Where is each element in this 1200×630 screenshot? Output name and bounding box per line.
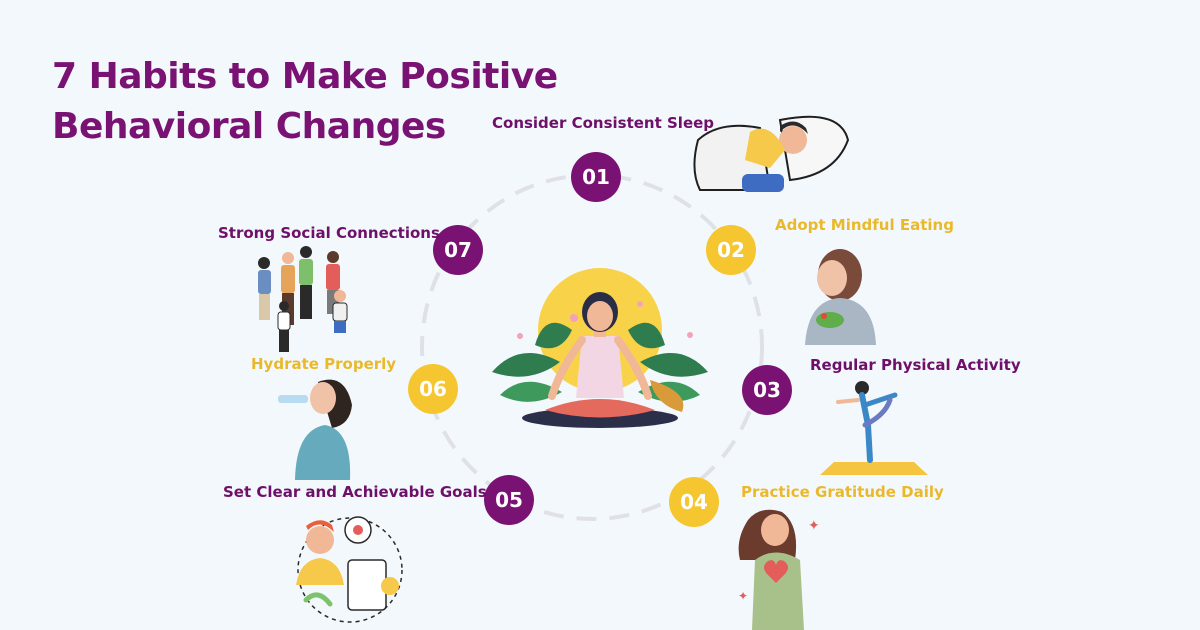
woman-holding-heart-icon: ✦ ✦ [738, 509, 820, 630]
step-number-text: 06 [419, 377, 447, 401]
title-line-2: Behavioral Changes [52, 106, 446, 147]
habit-label-05: Set Clear and Achievable Goals [223, 483, 487, 501]
habit-label-04: Practice Gratitude Daily [741, 483, 944, 501]
habit-label-02: Adopt Mindful Eating [775, 216, 954, 234]
step-number-01: 01 [571, 152, 621, 202]
svg-text:✦: ✦ [738, 589, 748, 603]
habit-label-06: Hydrate Properly [251, 355, 397, 373]
step-number-text: 04 [680, 490, 708, 514]
yoga-pose-icon [820, 381, 928, 475]
meditating-woman-icon [492, 268, 708, 428]
habit-label-01: Consider Consistent Sleep [492, 114, 715, 132]
step-number-03: 03 [742, 365, 792, 415]
woman-drinking-water-icon [278, 379, 352, 480]
svg-text:✦: ✦ [808, 517, 820, 533]
sleeping-person-icon [693, 115, 850, 192]
title-line-1: 7 Habits to Make Positive [52, 56, 558, 97]
step-number-06: 06 [408, 364, 458, 414]
page-title: 7 Habits to Make Positive Behavioral Cha… [52, 52, 572, 152]
goal-checklist-icon [296, 516, 403, 623]
step-number-text: 05 [495, 488, 523, 512]
step-number-02: 02 [706, 225, 756, 275]
habit-label-07: Strong Social Connections [218, 224, 440, 242]
step-number-text: 07 [444, 238, 472, 262]
step-number-05: 05 [484, 475, 534, 525]
group-of-people-icon [258, 246, 348, 352]
woman-eating-salad-icon [805, 249, 876, 345]
step-number-04: 04 [669, 477, 719, 527]
step-number-text: 03 [753, 378, 781, 402]
step-number-text: 02 [717, 238, 745, 262]
step-number-text: 01 [582, 165, 610, 189]
step-number-07: 07 [433, 225, 483, 275]
habit-label-03: Regular Physical Activity [810, 356, 1021, 374]
